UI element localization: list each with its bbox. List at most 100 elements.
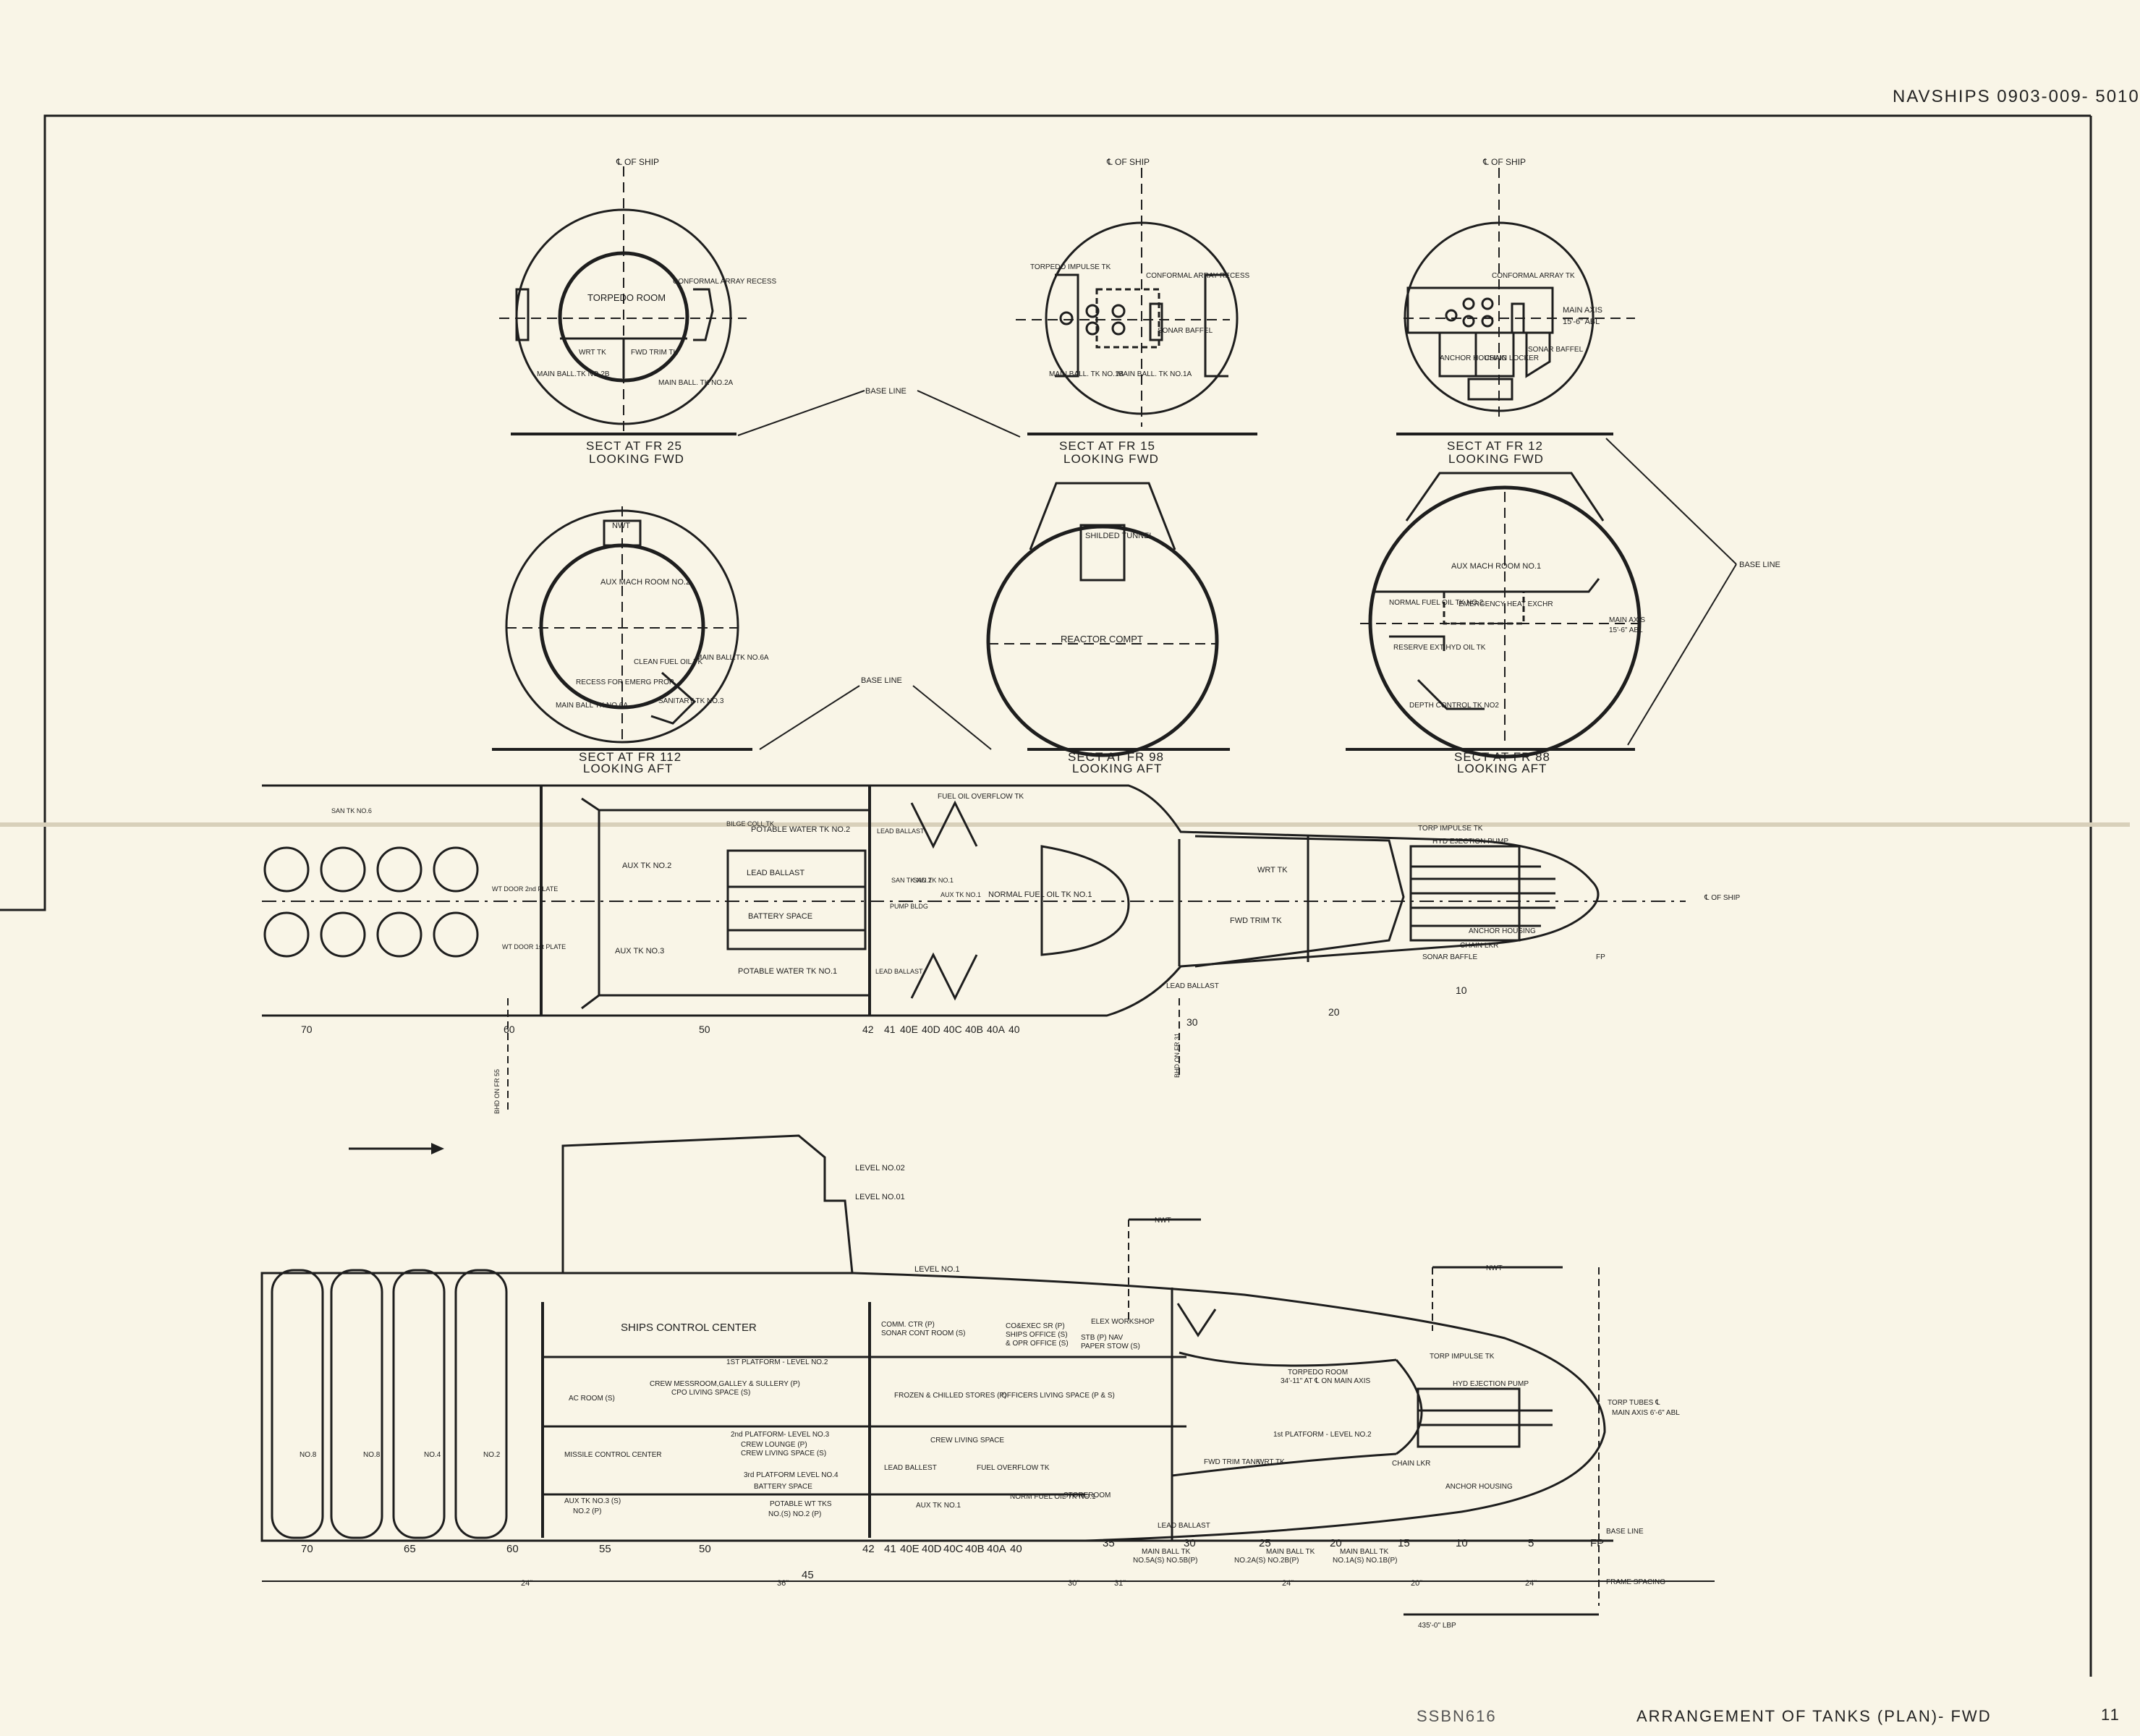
cl-label-fr15: ℄ OF SHIP <box>1106 157 1150 167</box>
profile-label-29: CREW LIVING SPACE <box>930 1437 1004 1444</box>
section-fr88 <box>1346 472 1642 759</box>
profile-label-42: HYD EJECTION PUMP <box>1453 1380 1529 1388</box>
profile-label-16: NO.2 (P) <box>573 1507 601 1515</box>
profile-frame-20: 10 <box>1456 1537 1468 1549</box>
plan-label-9: BATTERY SPACE <box>748 912 812 921</box>
section-fr25-label-5: MAIN BALL.TK NO.2B <box>537 370 610 378</box>
section-fr88-label-1: AUX MACH ROOM NO.1 <box>1451 562 1541 571</box>
section-fr12-label-5: CHAIN LOCKER <box>1485 354 1539 362</box>
section-fr25-label-1: TORPEDO ROOM <box>587 292 666 303</box>
profile-label-7: CPO LIVING SPACE (S) <box>671 1389 750 1397</box>
profile-label-18: NO.(S) NO.2 (P) <box>768 1510 821 1518</box>
section-fr25-sub: LOOKING FWD <box>589 452 684 466</box>
base-line-label-1: BASE LINE <box>865 387 906 396</box>
profile-label-17: POTABLE WT TKS <box>770 1500 832 1508</box>
section-fr98-title: SECT AT FR 98 <box>1068 750 1164 764</box>
section-fr15-label-1: TORPEDO IMPULSE TK <box>1030 263 1111 271</box>
section-fr15-label-3: SONAR BAFFEL <box>1158 327 1213 335</box>
section-fr12-label-2: MAIN AXIS <box>1563 306 1602 315</box>
section-fr112-sub: LOOKING AFT <box>583 762 673 775</box>
section-fr112-label-2: AUX MACH ROOM NO.2 <box>600 578 690 587</box>
profile-frame-1: 70 <box>301 1543 313 1555</box>
section-fr112-label-5: RECESS FOR EMERG PROP <box>576 678 674 686</box>
section-fr112-label-1: NWT <box>612 522 630 530</box>
profile-label-61: NO.2 <box>483 1451 501 1459</box>
direction-arrowhead <box>431 1143 444 1154</box>
profile-label-53: MAIN BALL TK <box>1266 1548 1315 1556</box>
profile-label-48: NWT <box>1486 1264 1503 1272</box>
profile-label-28: OFFICERS LIVING SPACE (P & S) <box>1001 1392 1115 1400</box>
profile-frame-4: 55 <box>599 1543 611 1555</box>
section-fr112-label-6: MAIN BALL TK NO.6A <box>556 702 628 710</box>
profile-label-9: 2nd PLATFORM- LEVEL NO.3 <box>731 1431 830 1439</box>
plan-label-14: SAN TK NO.1 <box>913 877 954 884</box>
section-fr98-sub: LOOKING AFT <box>1072 762 1162 775</box>
profile-label-31: FUEL OVERFLOW TK <box>977 1464 1050 1472</box>
section-fr15 <box>1016 168 1257 435</box>
section-fr25-title: SECT AT FR 25 <box>586 439 682 453</box>
section-fr15-title: SECT AT FR 15 <box>1059 439 1155 453</box>
profile-frame-18: 20 <box>1330 1537 1342 1549</box>
section-fr112-title: SECT AT FR 112 <box>579 750 682 764</box>
section-fr88-label-6: RESERVE EXT HYD OIL TK <box>1393 644 1486 652</box>
profile-label-25: STB (P) NAV <box>1081 1334 1123 1342</box>
profile-label-59: NO.8 <box>363 1451 381 1459</box>
profile-label-43: CHAIN LKR <box>1392 1460 1430 1468</box>
profile-label-33: NORM FUEL OIL TK NO.1 <box>1010 1493 1096 1501</box>
plan-label-8: LEAD BALLAST <box>747 869 804 877</box>
profile-label-14: BATTERY SPACE <box>754 1483 812 1491</box>
profile-label-38: TORPEDO ROOM <box>1288 1369 1348 1377</box>
section-fr88-label-2: NORMAL FUEL OIL TK NO.2 <box>1389 599 1484 607</box>
section-fr15-label-5: MAIN BALL. TK NO.1A <box>1117 370 1192 378</box>
plan-view-hull <box>262 784 1686 1114</box>
profile-label-60: NO.4 <box>424 1451 441 1459</box>
plan-label-22: TORP IMPULSE TK <box>1418 825 1483 833</box>
profile-label-55: NO.5A(S) NO.5B(P) <box>1133 1557 1197 1565</box>
profile-label-1: LEVEL NO.02 <box>855 1164 905 1173</box>
plan-label-16: AUX TK NO.1 <box>941 891 981 898</box>
plan-label-12: LEAD BALLAST <box>875 968 923 975</box>
section-fr88-title: SECT AT FR 88 <box>1454 750 1550 764</box>
plan-frame-7: 40D <box>922 1024 941 1035</box>
profile-label-37: WRT TK <box>1257 1458 1285 1466</box>
profile-frame-12: 40B <box>965 1543 985 1555</box>
section-fr98 <box>986 482 1230 757</box>
section-fr12 <box>1396 168 1635 435</box>
profile-frame-16: 30 <box>1184 1537 1196 1549</box>
plan-label-26: SONAR BAFFLE <box>1422 953 1477 961</box>
cl-label-fr12: ℄ OF SHIP <box>1482 157 1526 167</box>
profile-label-51: 435'-0" LBP <box>1418 1622 1456 1630</box>
plan-label-4: AUX TK NO.2 <box>622 861 671 870</box>
sheet-border <box>0 114 2092 1677</box>
plan-label-11: LEAD BALLAST <box>877 827 925 835</box>
plan-frame-9: 40B <box>965 1024 983 1035</box>
plan-frame-3: 50 <box>699 1024 710 1035</box>
section-fr25 <box>499 166 747 435</box>
spacing-4: 31" <box>1114 1579 1126 1588</box>
section-fr12-sub: LOOKING FWD <box>1448 452 1544 466</box>
plan-label-18: FUEL OIL OVERFLOW TK <box>938 793 1024 801</box>
document-number: NAVSHIPS 0903-009- 5010 <box>1893 87 2140 106</box>
profile-label-13: 3rd PLATFORM LEVEL NO.4 <box>744 1471 838 1479</box>
plan-frame-11: 40 <box>1009 1024 1020 1035</box>
profile-label-11: CREW LIVING SPACE (S) <box>741 1450 826 1458</box>
profile-label-57: NO.1A(S) NO.1B(P) <box>1333 1557 1397 1565</box>
profile-label-44: ANCHOR HOUSING <box>1445 1483 1513 1491</box>
profile-label-23: & OPR OFFICE (S) <box>1006 1340 1069 1348</box>
section-fr25-label-3: WRT TK <box>579 349 606 357</box>
profile-label-24: ELEX WORKSHOP <box>1091 1318 1155 1326</box>
spacing-3: 30" <box>1068 1579 1079 1588</box>
profile-frame-11: 40C <box>943 1543 964 1555</box>
profile-frame-22: FP <box>1590 1537 1604 1549</box>
plan-frame-14: 10 <box>1456 984 1467 996</box>
profile-label-49: BASE LINE <box>1606 1528 1644 1536</box>
section-fr12-title: SECT AT FR 12 <box>1447 439 1543 453</box>
spacing-2: 36" <box>777 1579 789 1588</box>
section-fr12-label-1: CONFORMAL ARRAY TK <box>1492 272 1575 280</box>
page-number: 11 <box>2101 1706 2120 1724</box>
profile-label-47: NWT <box>1155 1217 1171 1225</box>
profile-frame-6: 45 <box>802 1569 814 1581</box>
plan-label-21: FWD TRIM TK <box>1230 916 1282 925</box>
plan-frame-1: 70 <box>301 1024 313 1035</box>
profile-frame-14: 40 <box>1010 1543 1022 1555</box>
